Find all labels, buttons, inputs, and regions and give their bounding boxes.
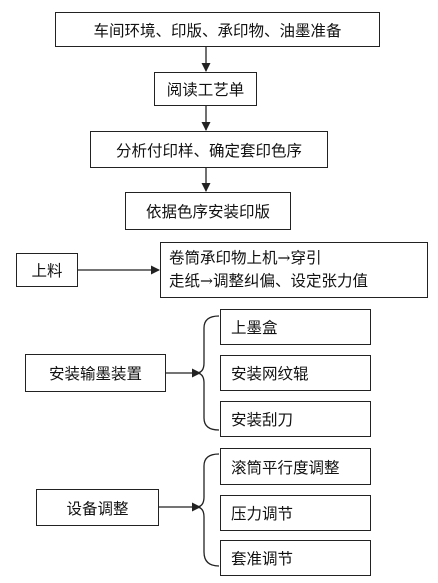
loading-box: 上料 xyxy=(16,253,78,287)
adjust-item-registration-label: 套准调节 xyxy=(231,550,294,568)
inking-item-doctor-blade-label: 安装刮刀 xyxy=(231,411,294,429)
inking-label: 安装输墨装置 xyxy=(48,365,142,383)
adjust-label: 设备调整 xyxy=(66,499,129,518)
adjust-item-parallelism-label: 滚筒平行度调整 xyxy=(231,458,340,477)
adjust-item-parallelism: 滚筒平行度调整 xyxy=(220,448,371,485)
step-prepare: 车间环境、印版、承印物、油墨准备 xyxy=(55,12,380,47)
inking-box: 安装输墨装置 xyxy=(25,354,166,392)
loading-detail-line2: 走纸→调整纠偏、设定张力值 xyxy=(169,272,368,290)
step-analyze-label: 分析付印样、确定套印色序 xyxy=(115,141,302,160)
step-prepare-label: 车间环境、印版、承印物、油墨准备 xyxy=(93,21,342,40)
adjust-item-pressure-label: 压力调节 xyxy=(231,505,294,523)
inking-item-anilox-label: 安装网纹辊 xyxy=(231,365,309,383)
adjust-box: 设备调整 xyxy=(36,489,159,526)
step-install-plate-label: 依据色序安装印版 xyxy=(145,203,270,221)
loading-detail-box: 卷筒承印物上机→穿引 走纸→调整纠偏、设定张力值 xyxy=(160,242,428,298)
inking-item-anilox: 安装网纹辊 xyxy=(220,355,371,391)
brace-inking xyxy=(195,315,220,431)
adjust-item-pressure: 压力调节 xyxy=(220,495,371,531)
step-analyze: 分析付印样、确定套印色序 xyxy=(90,131,328,168)
step-read-sheet: 阅读工艺单 xyxy=(154,72,257,106)
loading-detail-line1: 卷筒承印物上机→穿引 xyxy=(169,249,322,267)
step-install-plate: 依据色序安装印版 xyxy=(125,192,291,230)
adjust-item-registration: 套准调节 xyxy=(220,540,371,576)
loading-label: 上料 xyxy=(31,262,63,280)
brace-adjust xyxy=(195,453,220,567)
inking-item-doctor-blade: 安装刮刀 xyxy=(220,401,371,437)
step-read-sheet-label: 阅读工艺单 xyxy=(166,81,245,99)
inking-item-ink-box-label: 上墨盒 xyxy=(231,319,278,337)
inking-item-ink-box: 上墨盒 xyxy=(220,309,371,345)
